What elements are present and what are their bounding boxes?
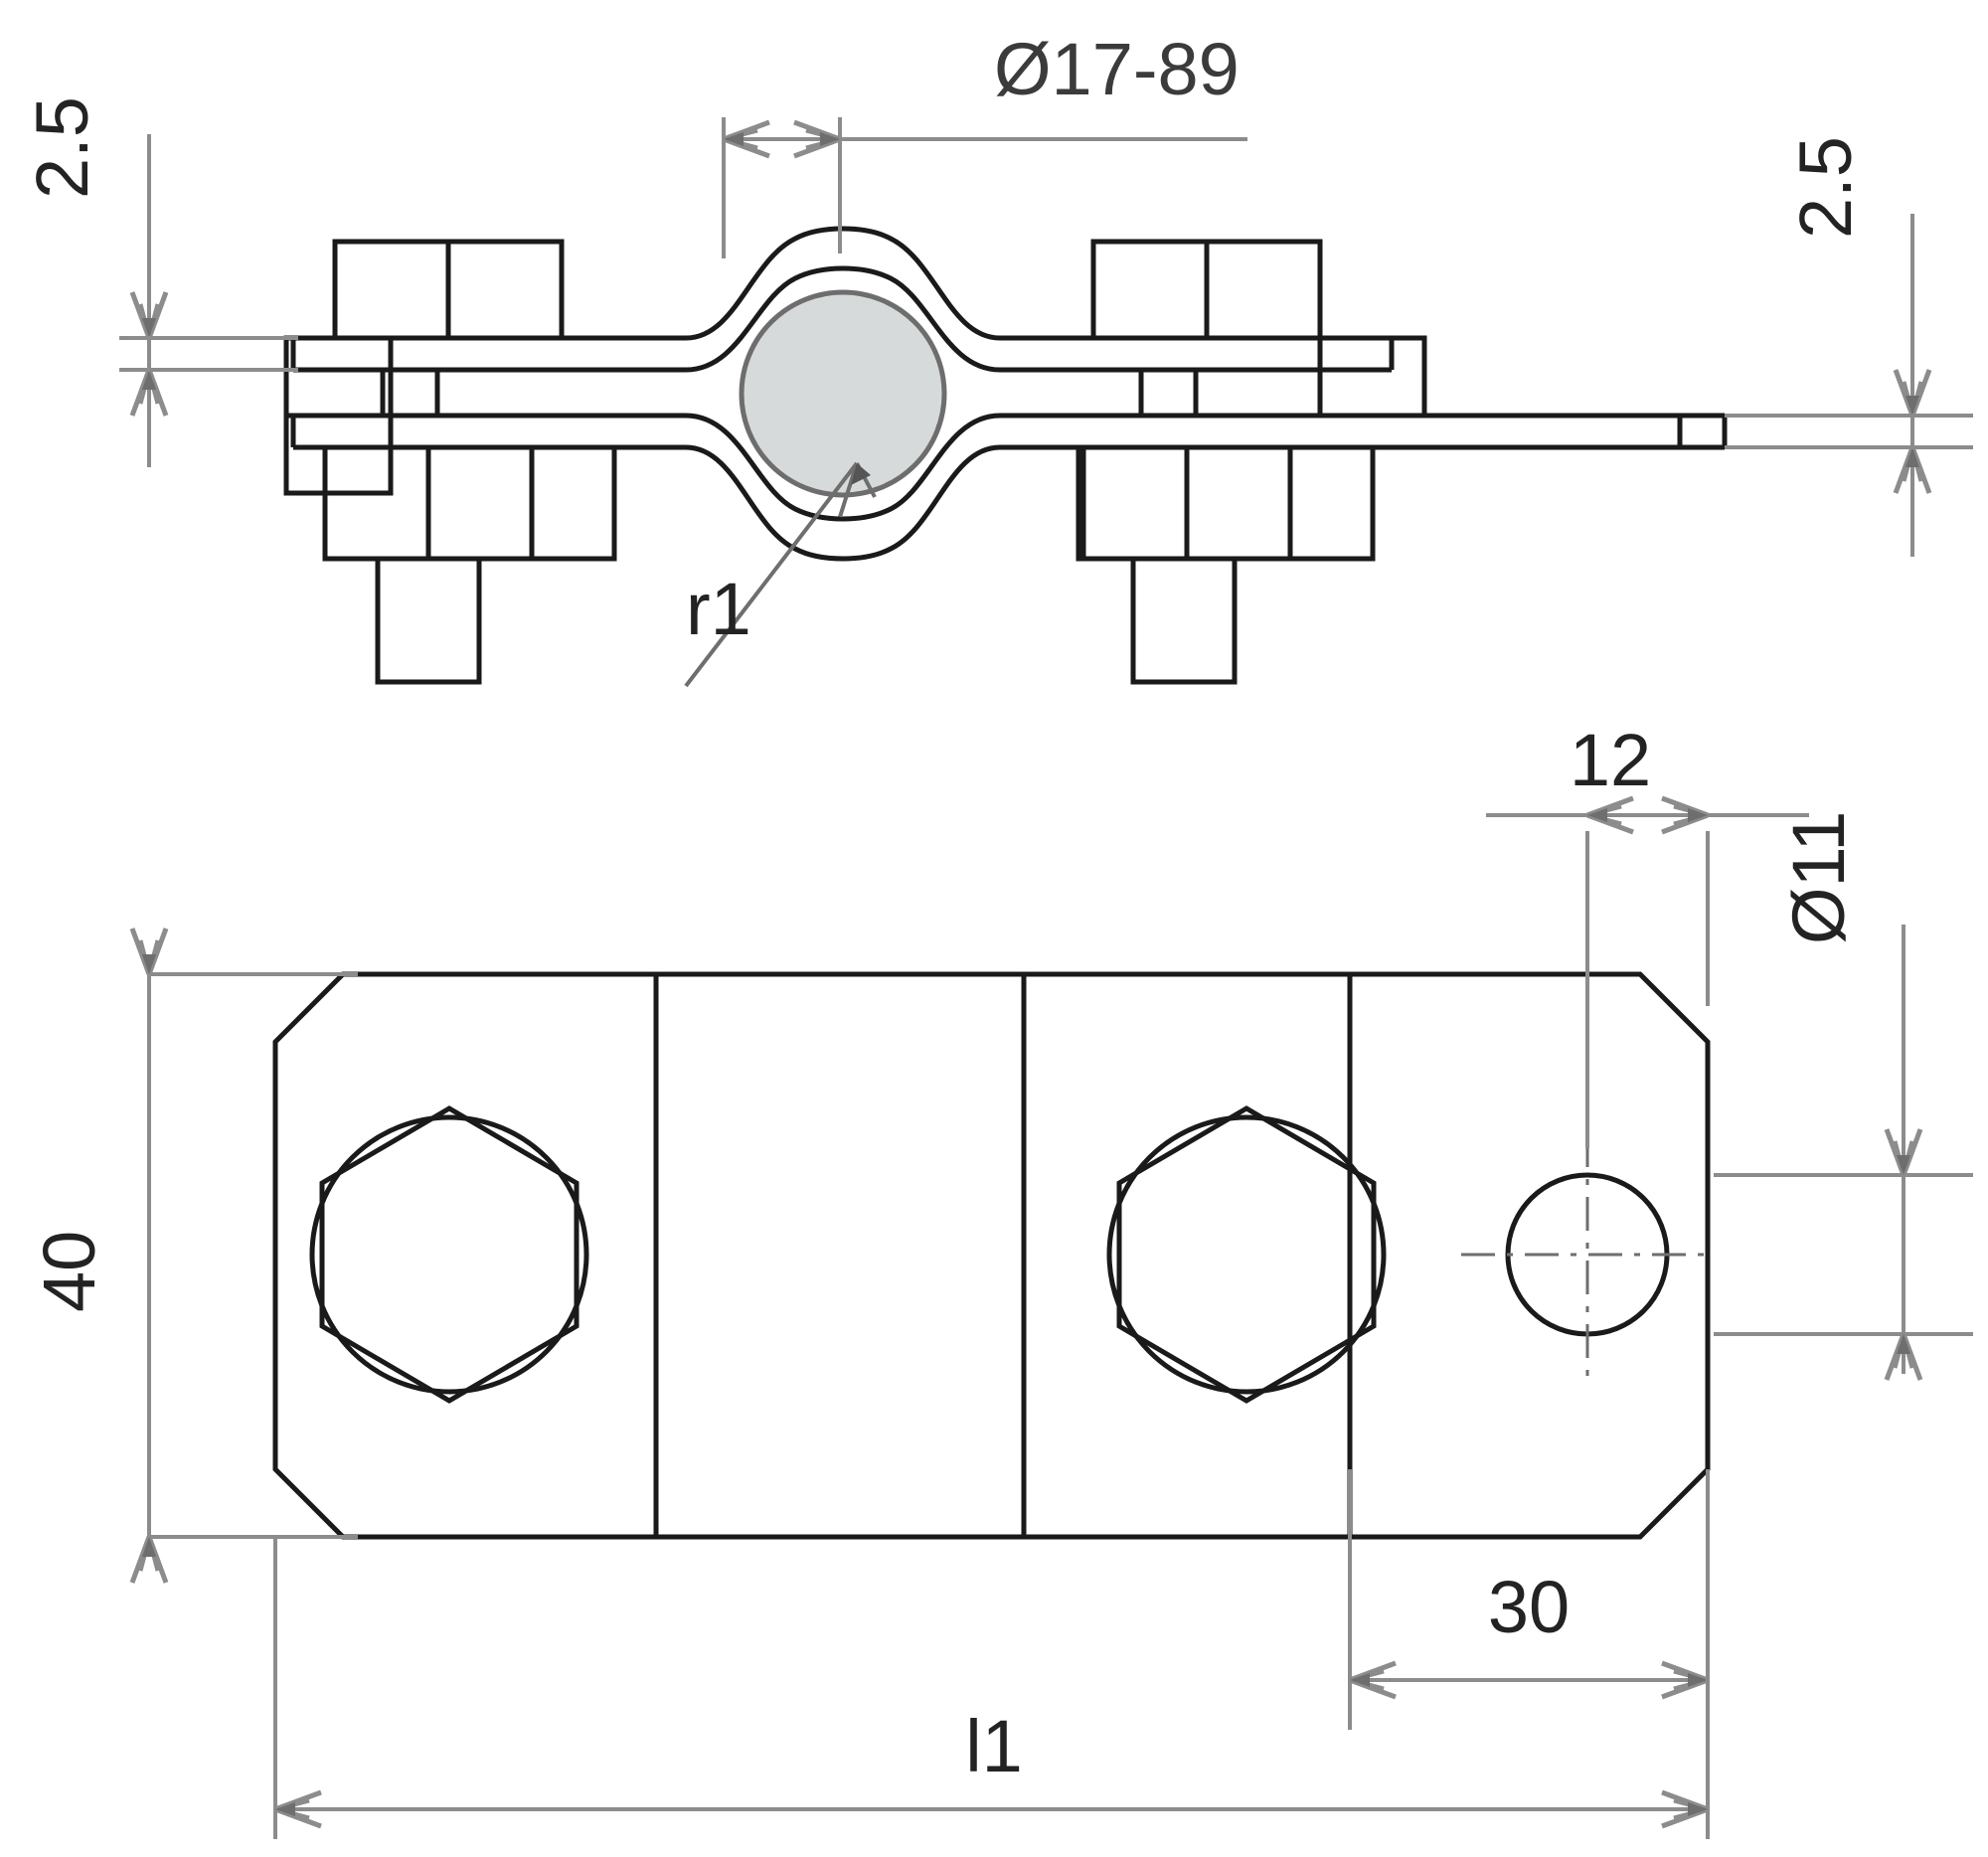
hole-diameter-label: Ø11 (1777, 811, 1860, 944)
leader-r1: r1 (684, 461, 877, 688)
dimension-thickness-left: 2.5 (21, 96, 298, 467)
pipe-cross-section (739, 289, 947, 498)
thickness-right-label: 2.5 (1784, 136, 1867, 239)
plate-width-label: 40 (28, 1231, 110, 1312)
upper-clamp-strap (290, 226, 1395, 373)
mounting-hole (1461, 1133, 1714, 1376)
overall-length-label: l1 (965, 1705, 1023, 1787)
dimension-thickness-right: 2.5 (1725, 136, 1973, 557)
plate-outline (272, 971, 1711, 1540)
dimension-plate-width-40: 40 (28, 928, 358, 1583)
edge-distance-label: 12 (1570, 719, 1651, 801)
dimension-hole-diameter: Ø11 (1714, 811, 1973, 1380)
r1-label: r1 (686, 568, 751, 650)
front-section-view: Ø17-89 2.5 2.5 r1 (21, 28, 1973, 688)
hole-spacing-label: 30 (1488, 1566, 1570, 1648)
left-hex-nut (309, 1105, 589, 1404)
dimension-pipe-diameter: Ø17-89 (724, 28, 1247, 258)
pipe-diameter-label: Ø17-89 (994, 28, 1240, 110)
dimension-hole-spacing-30: 30 (1350, 1469, 1708, 1730)
left-bolt-assembly (283, 239, 617, 685)
dimension-overall-length: l1 (275, 1537, 1708, 1839)
plan-view: 40 12 Ø11 30 (28, 719, 1973, 1839)
lower-clamp-strap (290, 413, 1728, 562)
thickness-left-label: 2.5 (21, 96, 103, 199)
dimension-edge-distance-12: 12 (1486, 719, 1809, 1148)
right-hex-nut (1106, 1105, 1387, 1404)
right-bolt-assembly (1076, 239, 1427, 685)
